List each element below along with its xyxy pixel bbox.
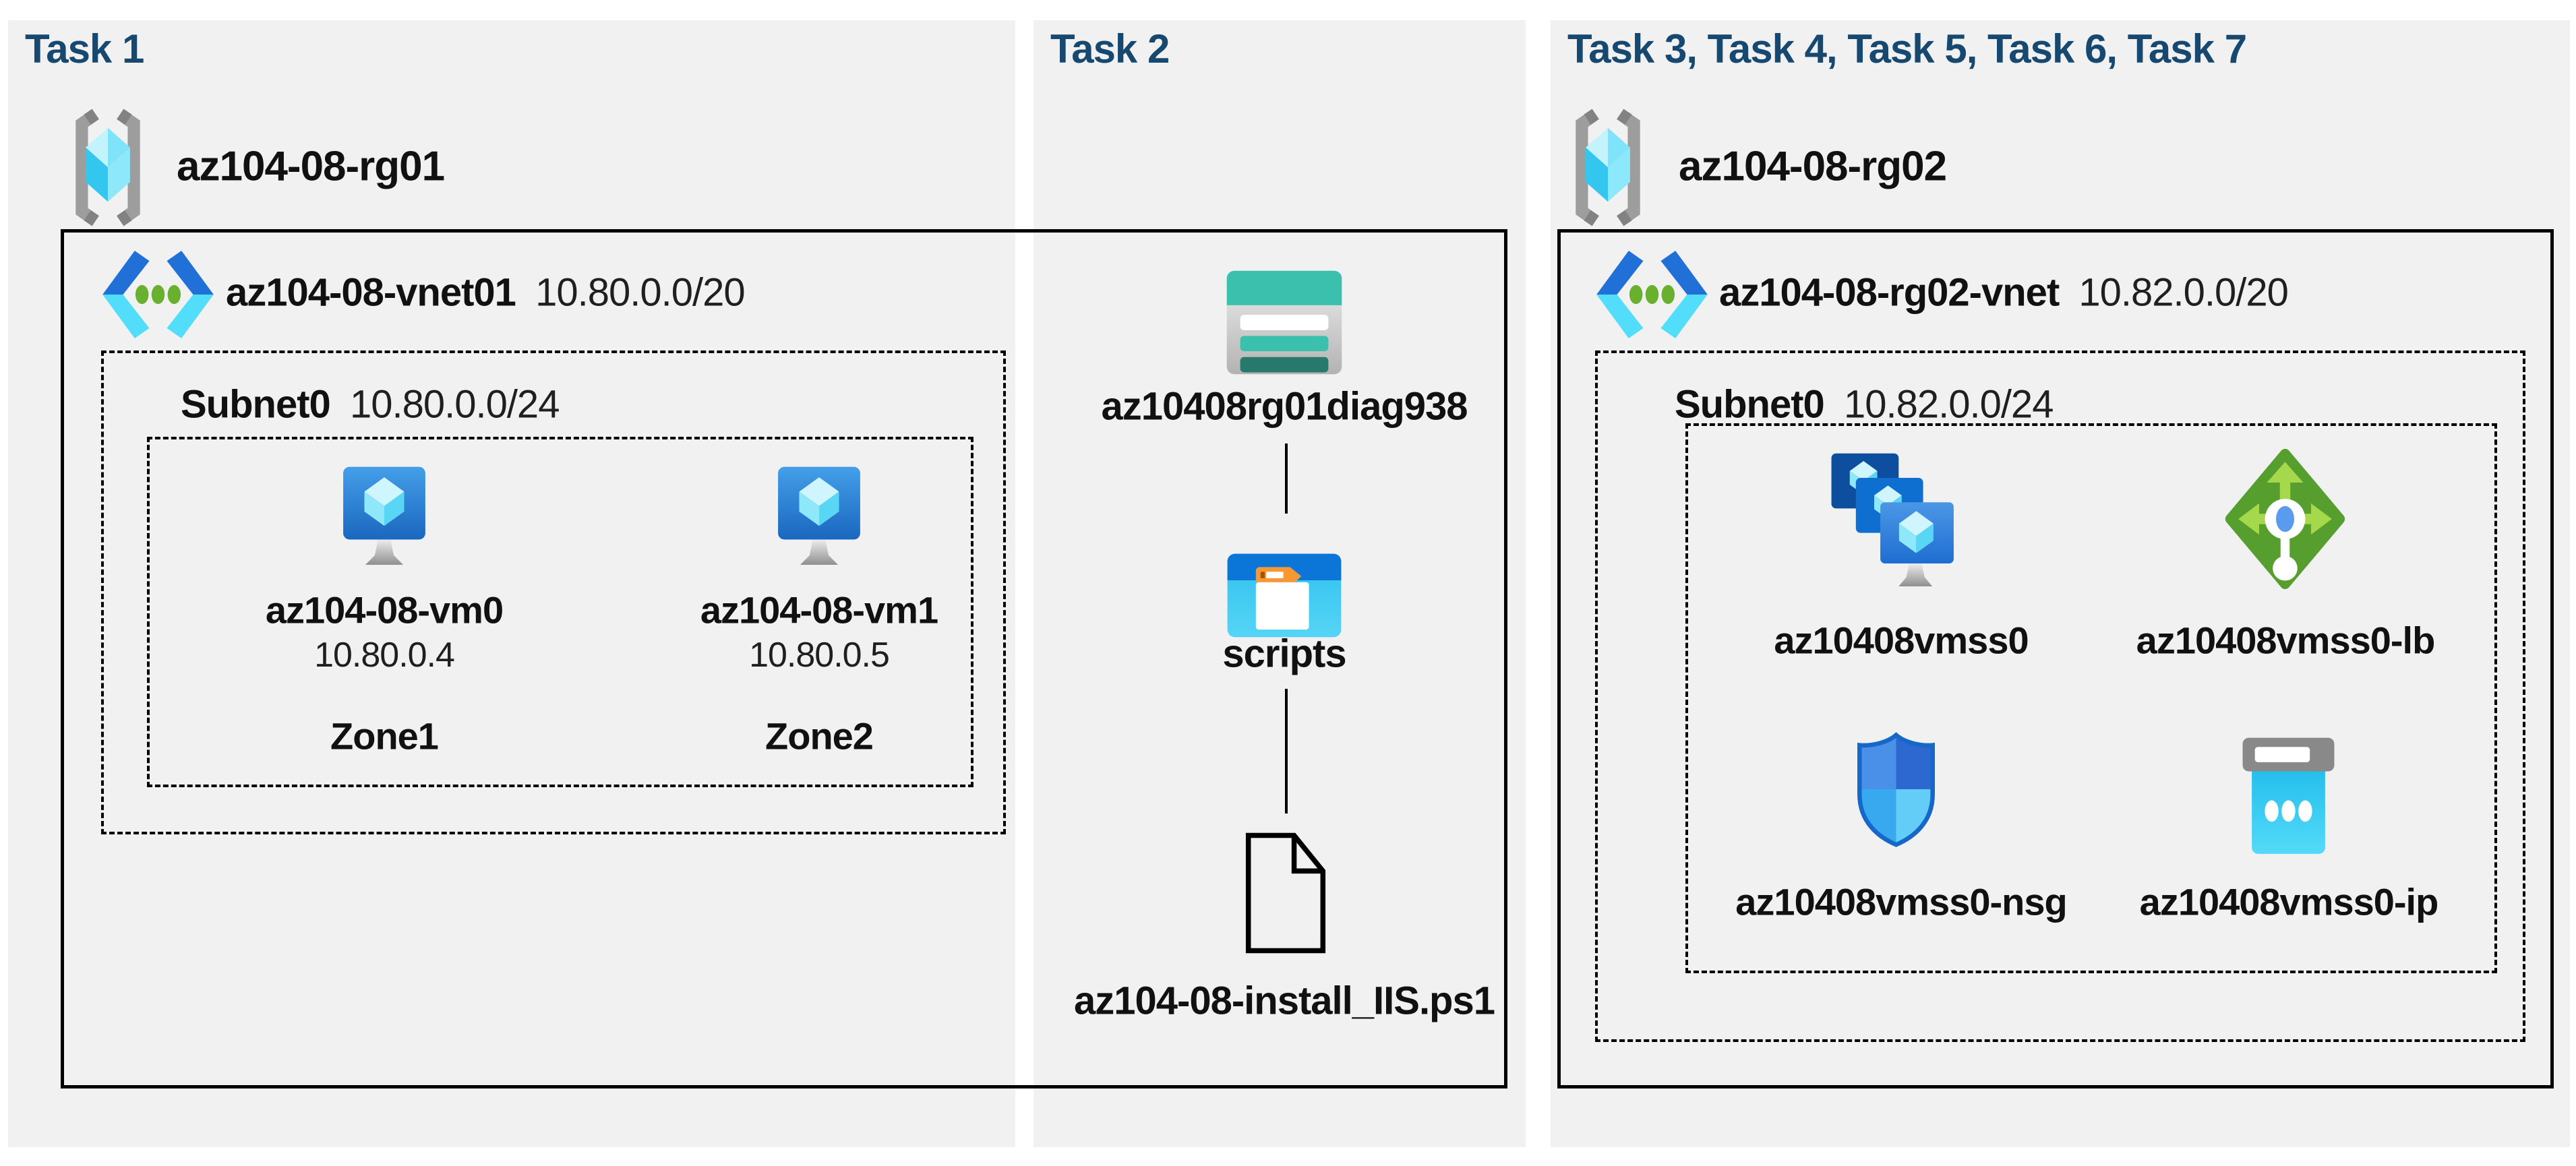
vm-ip: 10.80.0.4 [314, 636, 455, 675]
virtual-machine-icon [769, 464, 870, 574]
vnet-label: az104-08-rg02-vnet 10.82.0.0/20 [1719, 270, 2289, 315]
vnet-name: az104-08-rg02-vnet [1719, 270, 2060, 315]
subnet-label: Subnet0 10.82.0.0/24 [1675, 382, 2054, 427]
vm-name: az104-08-vm1 [700, 588, 938, 632]
task1-zone-box [147, 437, 974, 787]
vnet-cidr: 10.82.0.0/20 [2078, 270, 2289, 315]
task1-subnet-box [101, 350, 1006, 834]
vnet-cidr: 10.80.0.0/20 [535, 270, 746, 315]
vm-ip: 10.80.0.5 [749, 636, 890, 675]
subnet-name: Subnet0 [1675, 382, 1825, 427]
panel-task3-7 [1551, 20, 2570, 1147]
vm-name: az104-08-vm0 [265, 588, 504, 632]
subnet-label: Subnet0 10.80.0.0/24 [181, 382, 560, 427]
container-name: scripts [1222, 632, 1346, 676]
resource-group-name: az104-08-rg01 [177, 143, 445, 190]
vnet-label: az104-08-vnet01 10.80.0.0/20 [226, 270, 746, 315]
public-ip-name: az10408vmss0-ip [2139, 880, 2439, 923]
vm-zone: Zone2 [765, 714, 874, 758]
nsg-name: az10408vmss0-nsg [1735, 880, 2067, 923]
virtual-machine-icon [334, 464, 435, 574]
vmss-name: az10408vmss0 [1774, 619, 2029, 662]
task1-vnet-box [61, 229, 1507, 1088]
task3-7-resource-box [1685, 423, 2497, 973]
connector-storage-to-container [1285, 443, 1288, 514]
script-file-icon [1245, 832, 1326, 954]
resource-group-icon [76, 109, 140, 226]
vnet-name: az104-08-vnet01 [226, 270, 516, 315]
script-file-name: az104-08-install_IIS.ps1 [1074, 979, 1495, 1023]
vm-scale-set-icon [1831, 453, 1954, 586]
task1-heading: Task 1 [25, 26, 144, 71]
panel-task1 [8, 20, 1015, 1147]
load-balancer-name: az10408vmss0-lb [2136, 619, 2436, 662]
subnet-cidr: 10.82.0.0/24 [1843, 382, 2054, 427]
storage-account-icon [1226, 270, 1342, 375]
load-balancer-icon [2225, 448, 2345, 590]
task3-7-heading: Task 3, Task 4, Task 5, Task 6, Task 7 [1567, 26, 2247, 71]
vm-zone: Zone1 [330, 714, 439, 758]
virtual-network-icon [1596, 251, 1708, 338]
connector-container-to-file [1285, 689, 1288, 814]
storage-account-name: az10408rg01diag938 [1101, 384, 1468, 429]
public-ip-icon [2242, 737, 2335, 854]
task2-heading: Task 2 [1050, 26, 1170, 71]
network-security-group-icon [1857, 732, 1935, 847]
task3-7-vnet-box [1557, 229, 2554, 1088]
resource-group-icon [1576, 109, 1640, 226]
subnet-cidr: 10.80.0.0/24 [349, 382, 560, 427]
subnet-name: Subnet0 [181, 382, 331, 427]
resource-group-name: az104-08-rg02 [1679, 143, 1947, 190]
blob-container-icon [1227, 553, 1342, 638]
task3-7-subnet-box [1595, 350, 2525, 1042]
virtual-network-icon [102, 251, 214, 338]
